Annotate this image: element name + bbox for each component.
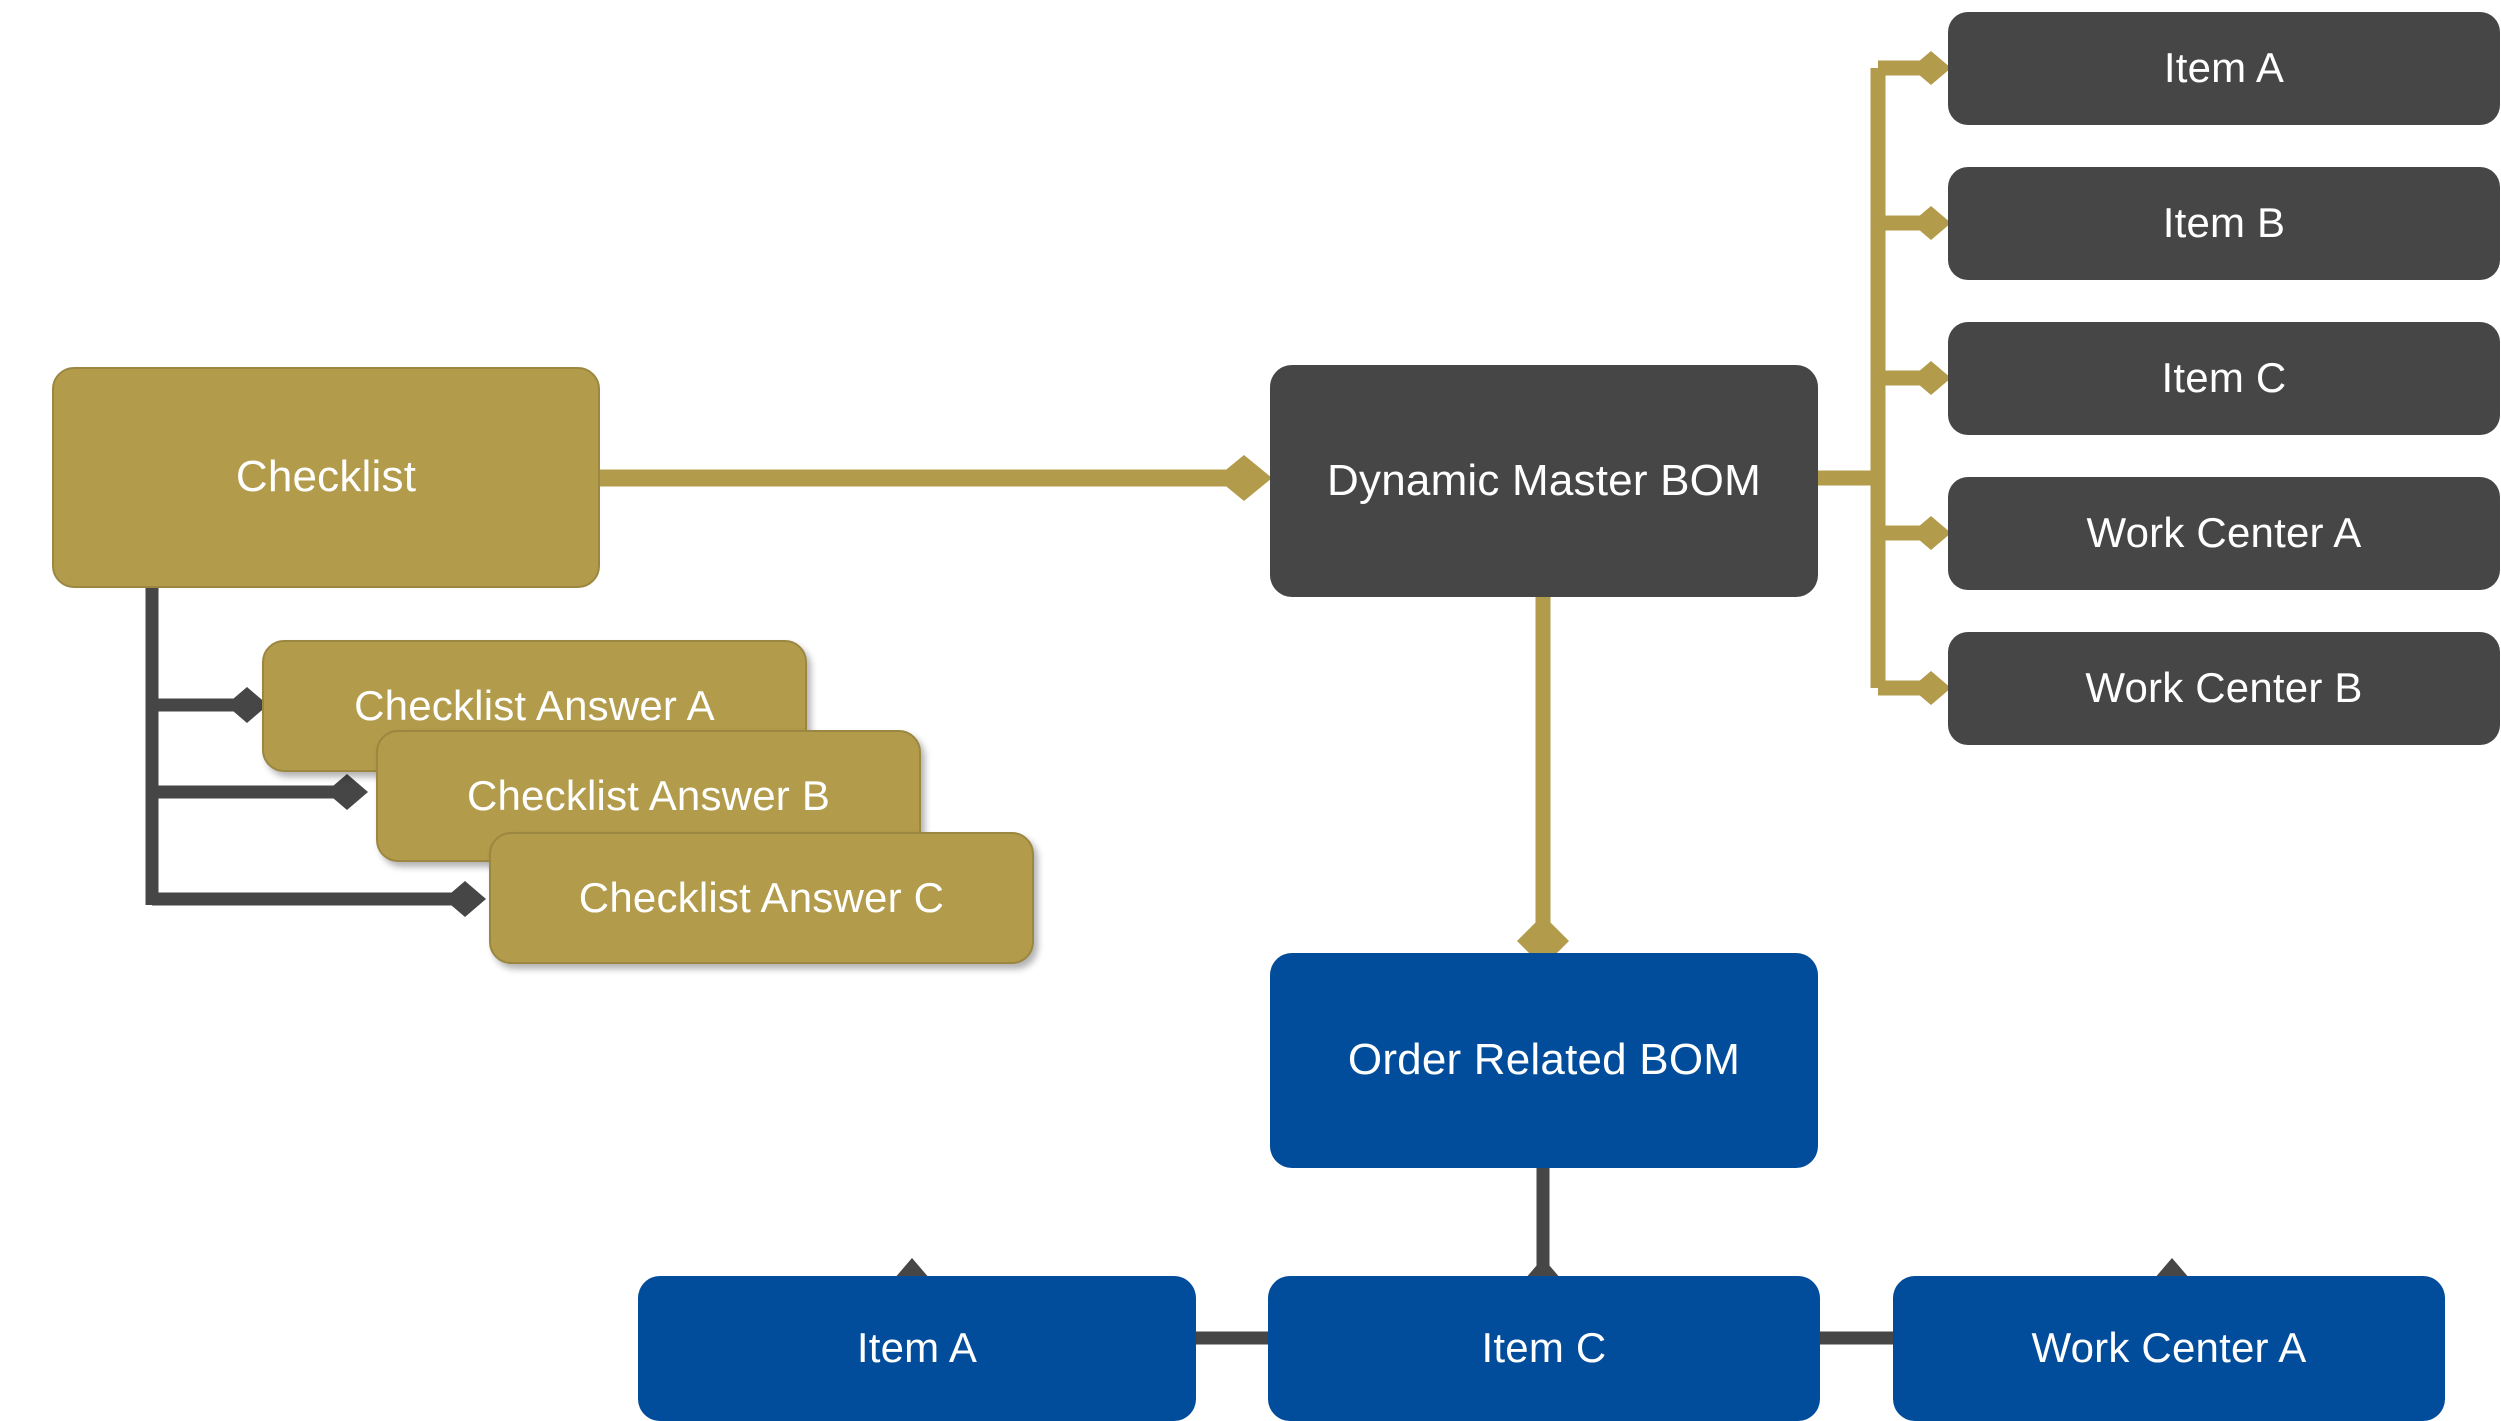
edge-dynamic-master-bom-to-order-related-bom [1517, 597, 1569, 967]
node-checklist-answer-c-label: Checklist Answer C [578, 873, 945, 921]
node-master-work-center-b[interactable]: Work Center B [1948, 632, 2500, 745]
node-master-work-center-a[interactable]: Work Center A [1948, 477, 2500, 590]
node-order-related-bom[interactable]: Order Related BOM [1270, 953, 1818, 1168]
node-order-item-a-label: Item A [856, 1324, 978, 1372]
node-master-item-c-label: Item C [2161, 354, 2287, 402]
node-master-item-b-label: Item B [2162, 199, 2286, 247]
node-checklist-answer-b-label: Checklist Answer B [466, 771, 831, 819]
node-order-work-center-a-label: Work Center A [2031, 1324, 2307, 1372]
node-checklist-label: Checklist [235, 452, 417, 502]
node-master-work-center-b-label: Work Center B [2085, 664, 2363, 712]
node-order-work-center-a[interactable]: Work Center A [1893, 1276, 2445, 1421]
node-master-item-b[interactable]: Item B [1948, 167, 2500, 280]
edge-checklist-to-answers [145, 588, 486, 917]
edge-dynamic-master-bom-to-children [1818, 51, 1951, 705]
node-dynamic-master-bom-label: Dynamic Master BOM [1327, 455, 1761, 505]
node-checklist-answer-a[interactable]: Checklist Answer A [262, 640, 807, 772]
node-dynamic-master-bom[interactable]: Dynamic Master BOM [1270, 365, 1818, 597]
edge-checklist-to-dynamic-master-bom [600, 455, 1272, 501]
node-checklist-answer-a-label: Checklist Answer A [354, 681, 715, 729]
node-master-work-center-a-label: Work Center A [2086, 509, 2362, 557]
node-checklist-answer-c[interactable]: Checklist Answer C [489, 832, 1034, 964]
node-order-related-bom-label: Order Related BOM [1347, 1035, 1741, 1085]
node-order-item-c-label: Item C [1481, 1324, 1607, 1372]
node-checklist[interactable]: Checklist [52, 367, 600, 588]
node-order-item-c[interactable]: Item C [1268, 1276, 1820, 1421]
node-order-item-a[interactable]: Item A [638, 1276, 1196, 1421]
node-checklist-answer-b[interactable]: Checklist Answer B [376, 730, 921, 862]
node-master-item-a-label: Item A [2163, 44, 2285, 92]
node-master-item-a[interactable]: Item A [1948, 12, 2500, 125]
node-master-item-c[interactable]: Item C [1948, 322, 2500, 435]
